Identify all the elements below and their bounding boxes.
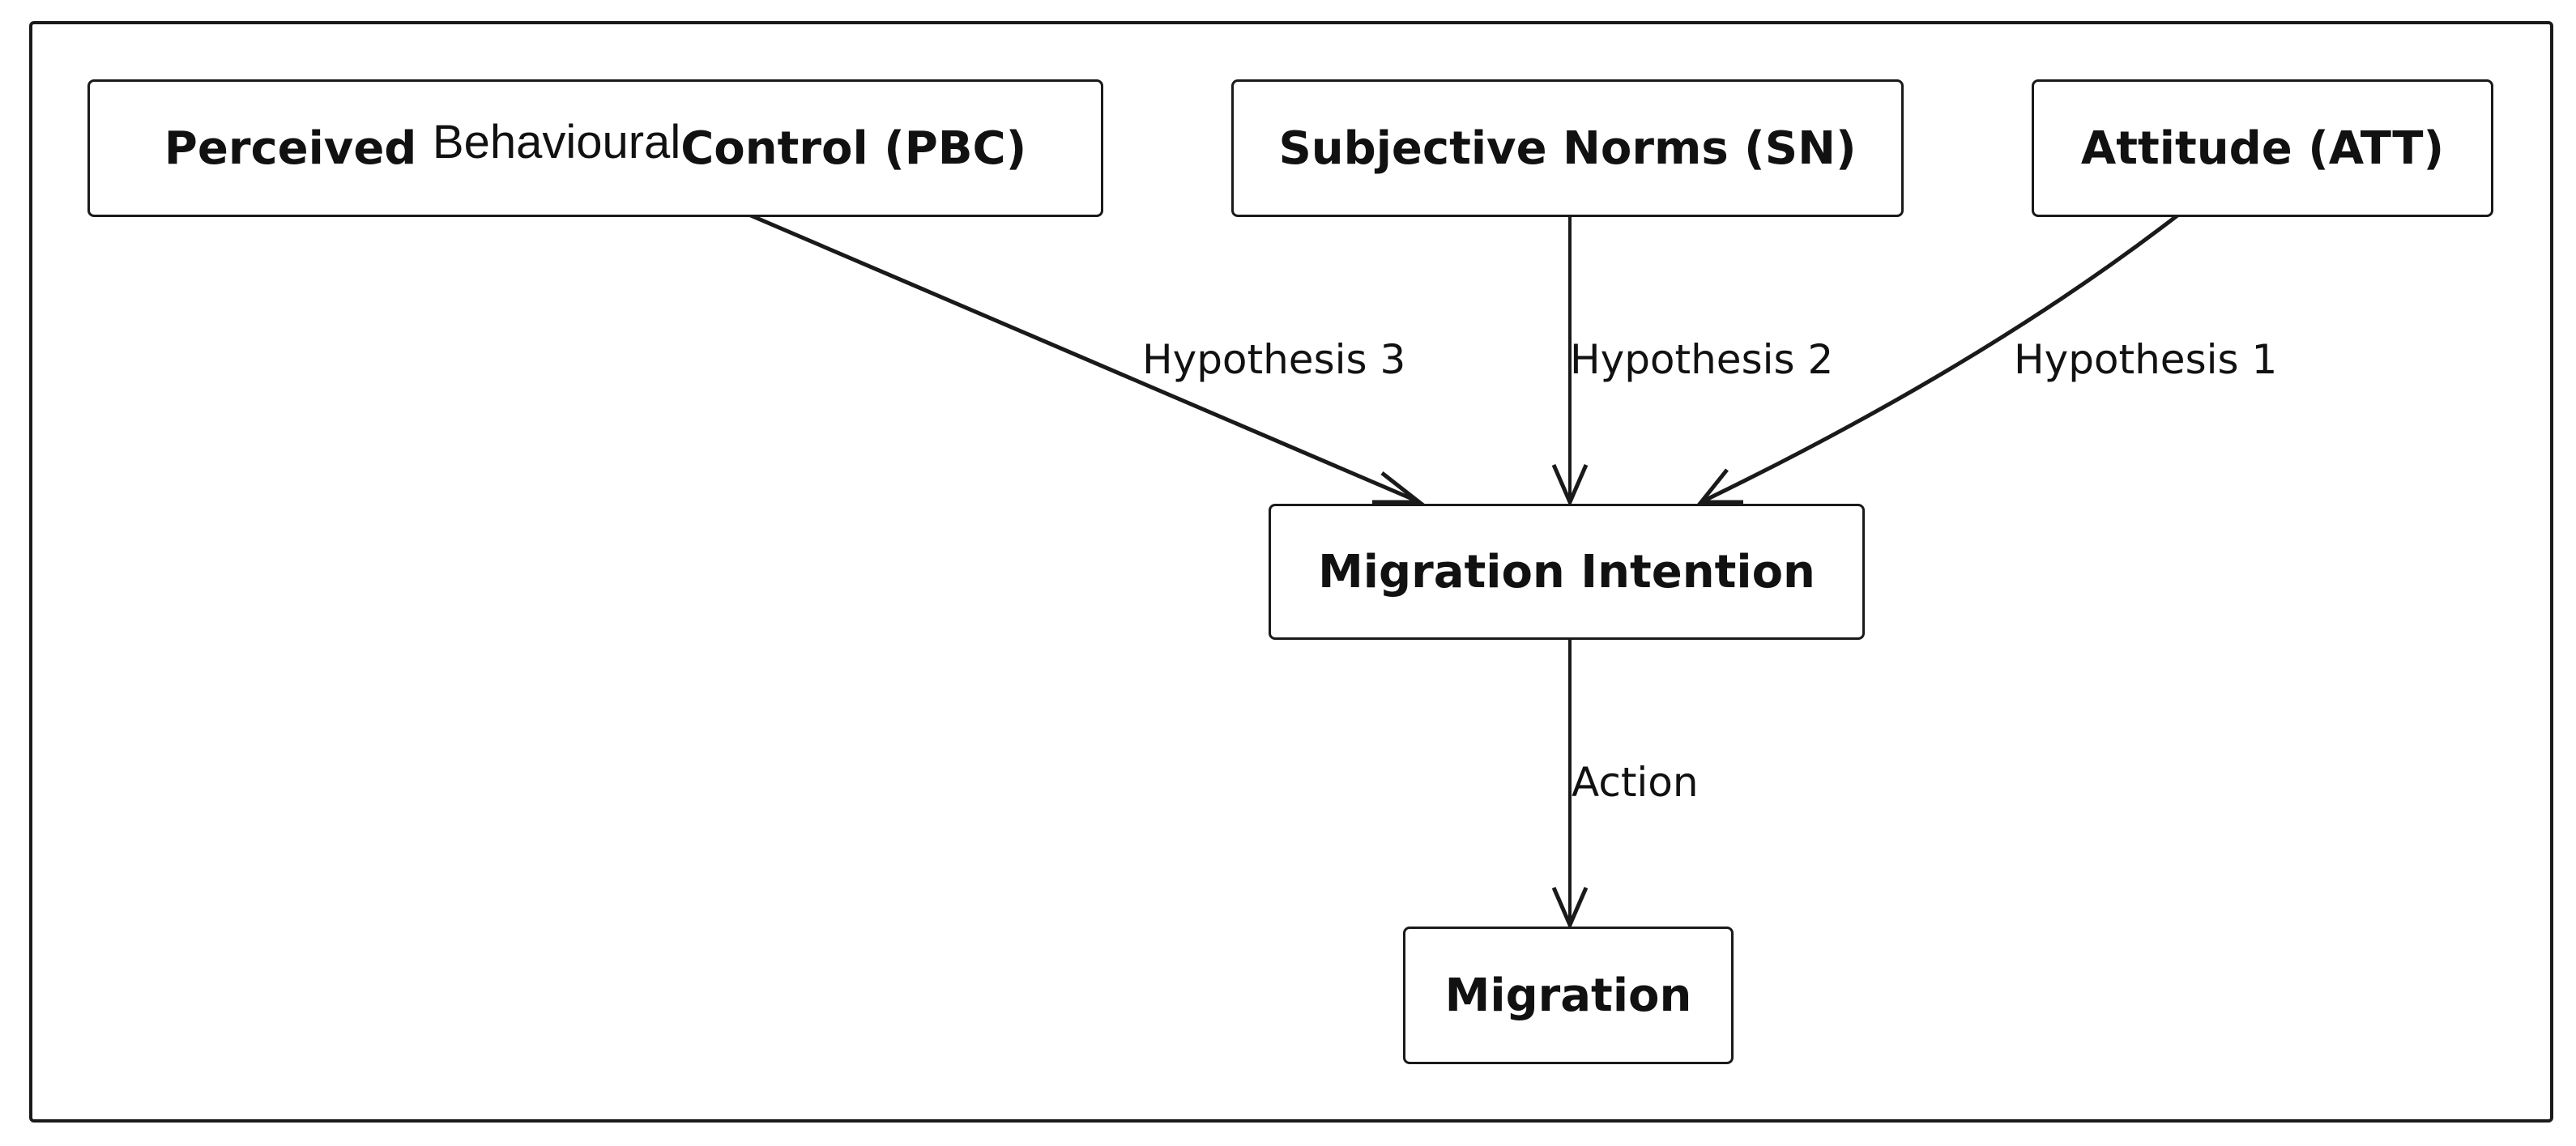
diagram-frame [29, 21, 2553, 1123]
arrowhead-icon [1696, 468, 1743, 505]
edge-pbc-to-intention [746, 211, 1417, 503]
node-attitude: Attitude (ATT) [2032, 79, 2493, 217]
node-label: Migration Intention [1318, 545, 1815, 599]
edge-label-hypothesis-3: Hypothesis 3 [1142, 336, 1406, 383]
node-subjective-norms: Subjective Norms (SN) [1231, 79, 1904, 217]
edge-label-action: Action [1572, 759, 1699, 806]
node-label-part: Control (PBC) [680, 121, 1027, 175]
edge-label-hypothesis-1: Hypothesis 1 [2014, 336, 2278, 383]
arrowhead-icon [1372, 471, 1426, 505]
node-label: Subjective Norms (SN) [1278, 121, 1857, 175]
node-label: Migration [1444, 969, 1692, 1022]
node-migration: Migration [1403, 927, 1734, 1064]
edge-label-hypothesis-2: Hypothesis 2 [1570, 336, 1834, 383]
node-label-part: Behavioural [432, 115, 681, 168]
arrowhead-icon [1551, 887, 1589, 931]
node-label-part: Perceived [164, 121, 417, 175]
arrowhead-icon [1551, 464, 1589, 508]
node-label: Attitude (ATT) [2080, 121, 2445, 175]
edge-att-to-intention [1703, 214, 2179, 503]
node-migration-intention: Migration Intention [1269, 504, 1865, 640]
